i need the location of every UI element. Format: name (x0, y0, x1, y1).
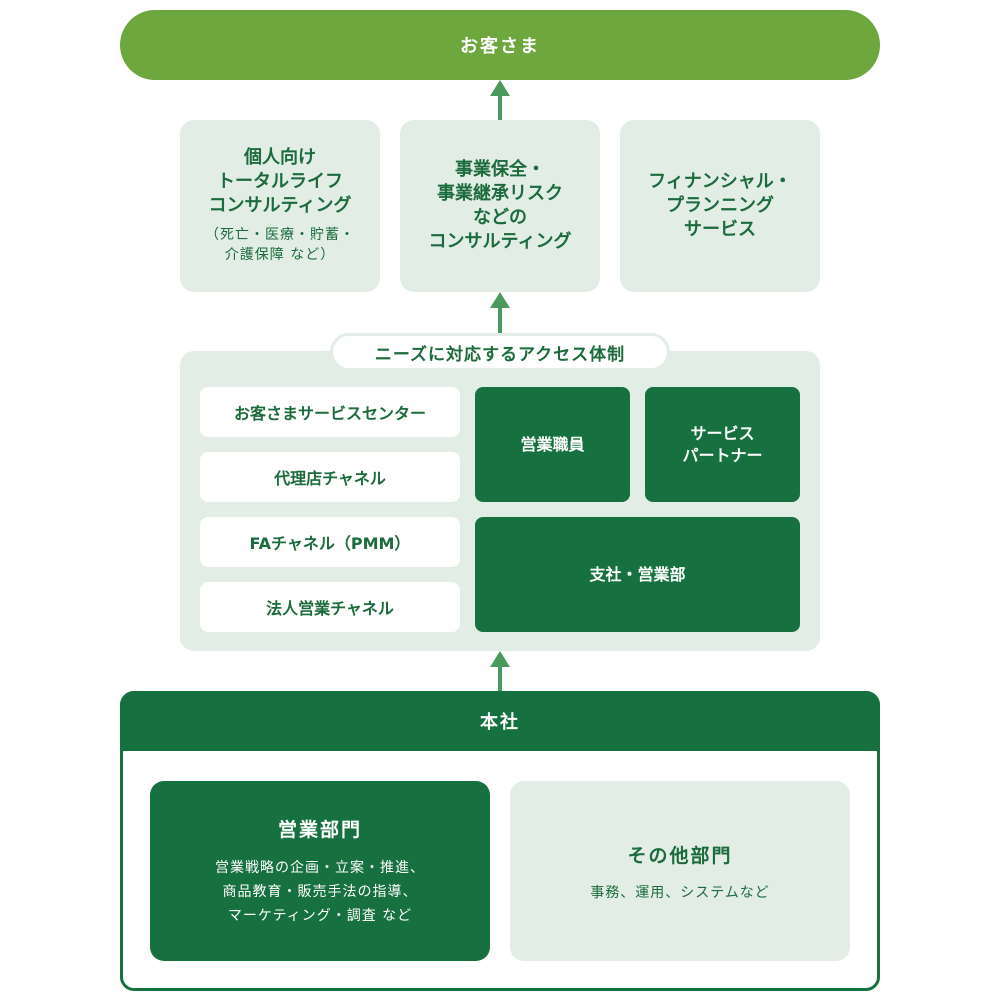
channel-agency: 代理店チャネル (200, 452, 460, 502)
branch-box: 支社・営業部 (475, 517, 800, 632)
other-department-box: その他部門 事務、運用、システムなど (510, 781, 850, 961)
service-title-line: フィナンシャル・ (648, 171, 792, 192)
arrow-up-icon (490, 651, 510, 667)
channel-label: FAチャネル（PMM） (249, 534, 411, 553)
arrow-up-icon (490, 292, 510, 308)
customers-bar: お客さま (120, 10, 880, 80)
service-title-line: 事業継承リスク (437, 183, 563, 204)
arrow-shaft (498, 306, 502, 334)
sales-department-desc-line: 営業戦略の企画・立案・推進、 (215, 859, 425, 876)
channel-label: 法人営業チャネル (266, 599, 394, 618)
service-note: （死亡・医療・貯蓄・ 介護保障 など） (205, 224, 355, 266)
arrow-shaft (498, 94, 502, 120)
sales-department-box: 営業部門 営業戦略の企画・立案・推進、 商品教育・販売手法の指導、 マーケティン… (150, 781, 490, 961)
channel-label: 代理店チャネル (274, 469, 386, 488)
service-note-line: （死亡・医療・貯蓄・ (205, 227, 355, 243)
service-card-business: 事業保全・ 事業継承リスク などの コンサルティング (400, 120, 600, 292)
arrow-up-icon (490, 80, 510, 96)
access-label-text: ニーズに対応するアクセス体制 (374, 344, 626, 365)
service-title-line: トータルライフ (217, 171, 343, 192)
access-panel-label: ニーズに対応するアクセス体制 (330, 333, 670, 371)
sales-department-desc: 営業戦略の企画・立案・推進、 商品教育・販売手法の指導、 マーケティング・調査 … (215, 856, 425, 928)
service-title-line: コンサルティング (208, 195, 352, 216)
service-card-personal: 個人向け トータルライフ コンサルティング （死亡・医療・貯蓄・ 介護保障 など… (180, 120, 380, 292)
service-card-financial: フィナンシャル・ プランニング サービス (620, 120, 820, 292)
service-partner-line: サービス (690, 423, 755, 443)
arrow-shaft (498, 665, 502, 691)
service-note-line: 介護保障 など） (224, 247, 336, 263)
sales-staff-box: 営業職員 (475, 387, 630, 502)
head-office-title: 本社 (480, 712, 520, 733)
sales-staff-label: 営業職員 (520, 434, 585, 454)
sales-department-desc-line: マーケティング・調査 など (227, 907, 413, 924)
channel-corporate: 法人営業チャネル (200, 582, 460, 632)
channel-label: お客さまサービスセンター (233, 404, 426, 423)
other-department-title: その他部門 (627, 844, 733, 867)
service-title-line: サービス (684, 219, 756, 240)
service-title-line: 事業保全・ (455, 159, 545, 180)
sales-department-title: 営業部門 (277, 818, 362, 841)
channel-customer-service-center: お客さまサービスセンター (200, 387, 460, 437)
channel-fa: FAチャネル（PMM） (200, 517, 460, 567)
service-title-line: プランニング (666, 195, 774, 216)
service-title-line: コンサルティング (428, 231, 572, 252)
sales-department-desc-line: 商品教育・販売手法の指導、 (222, 883, 418, 900)
service-partner-box: サービス パートナー (645, 387, 800, 502)
other-department-desc: 事務、運用、システムなど (590, 884, 770, 901)
service-title-line: 個人向け (244, 147, 316, 168)
service-partner-line: パートナー (682, 445, 763, 465)
service-title-line: などの (473, 207, 527, 228)
head-office-header: 本社 (120, 691, 880, 751)
customers-label: お客さま (460, 36, 540, 57)
branch-label: 支社・営業部 (589, 564, 686, 584)
